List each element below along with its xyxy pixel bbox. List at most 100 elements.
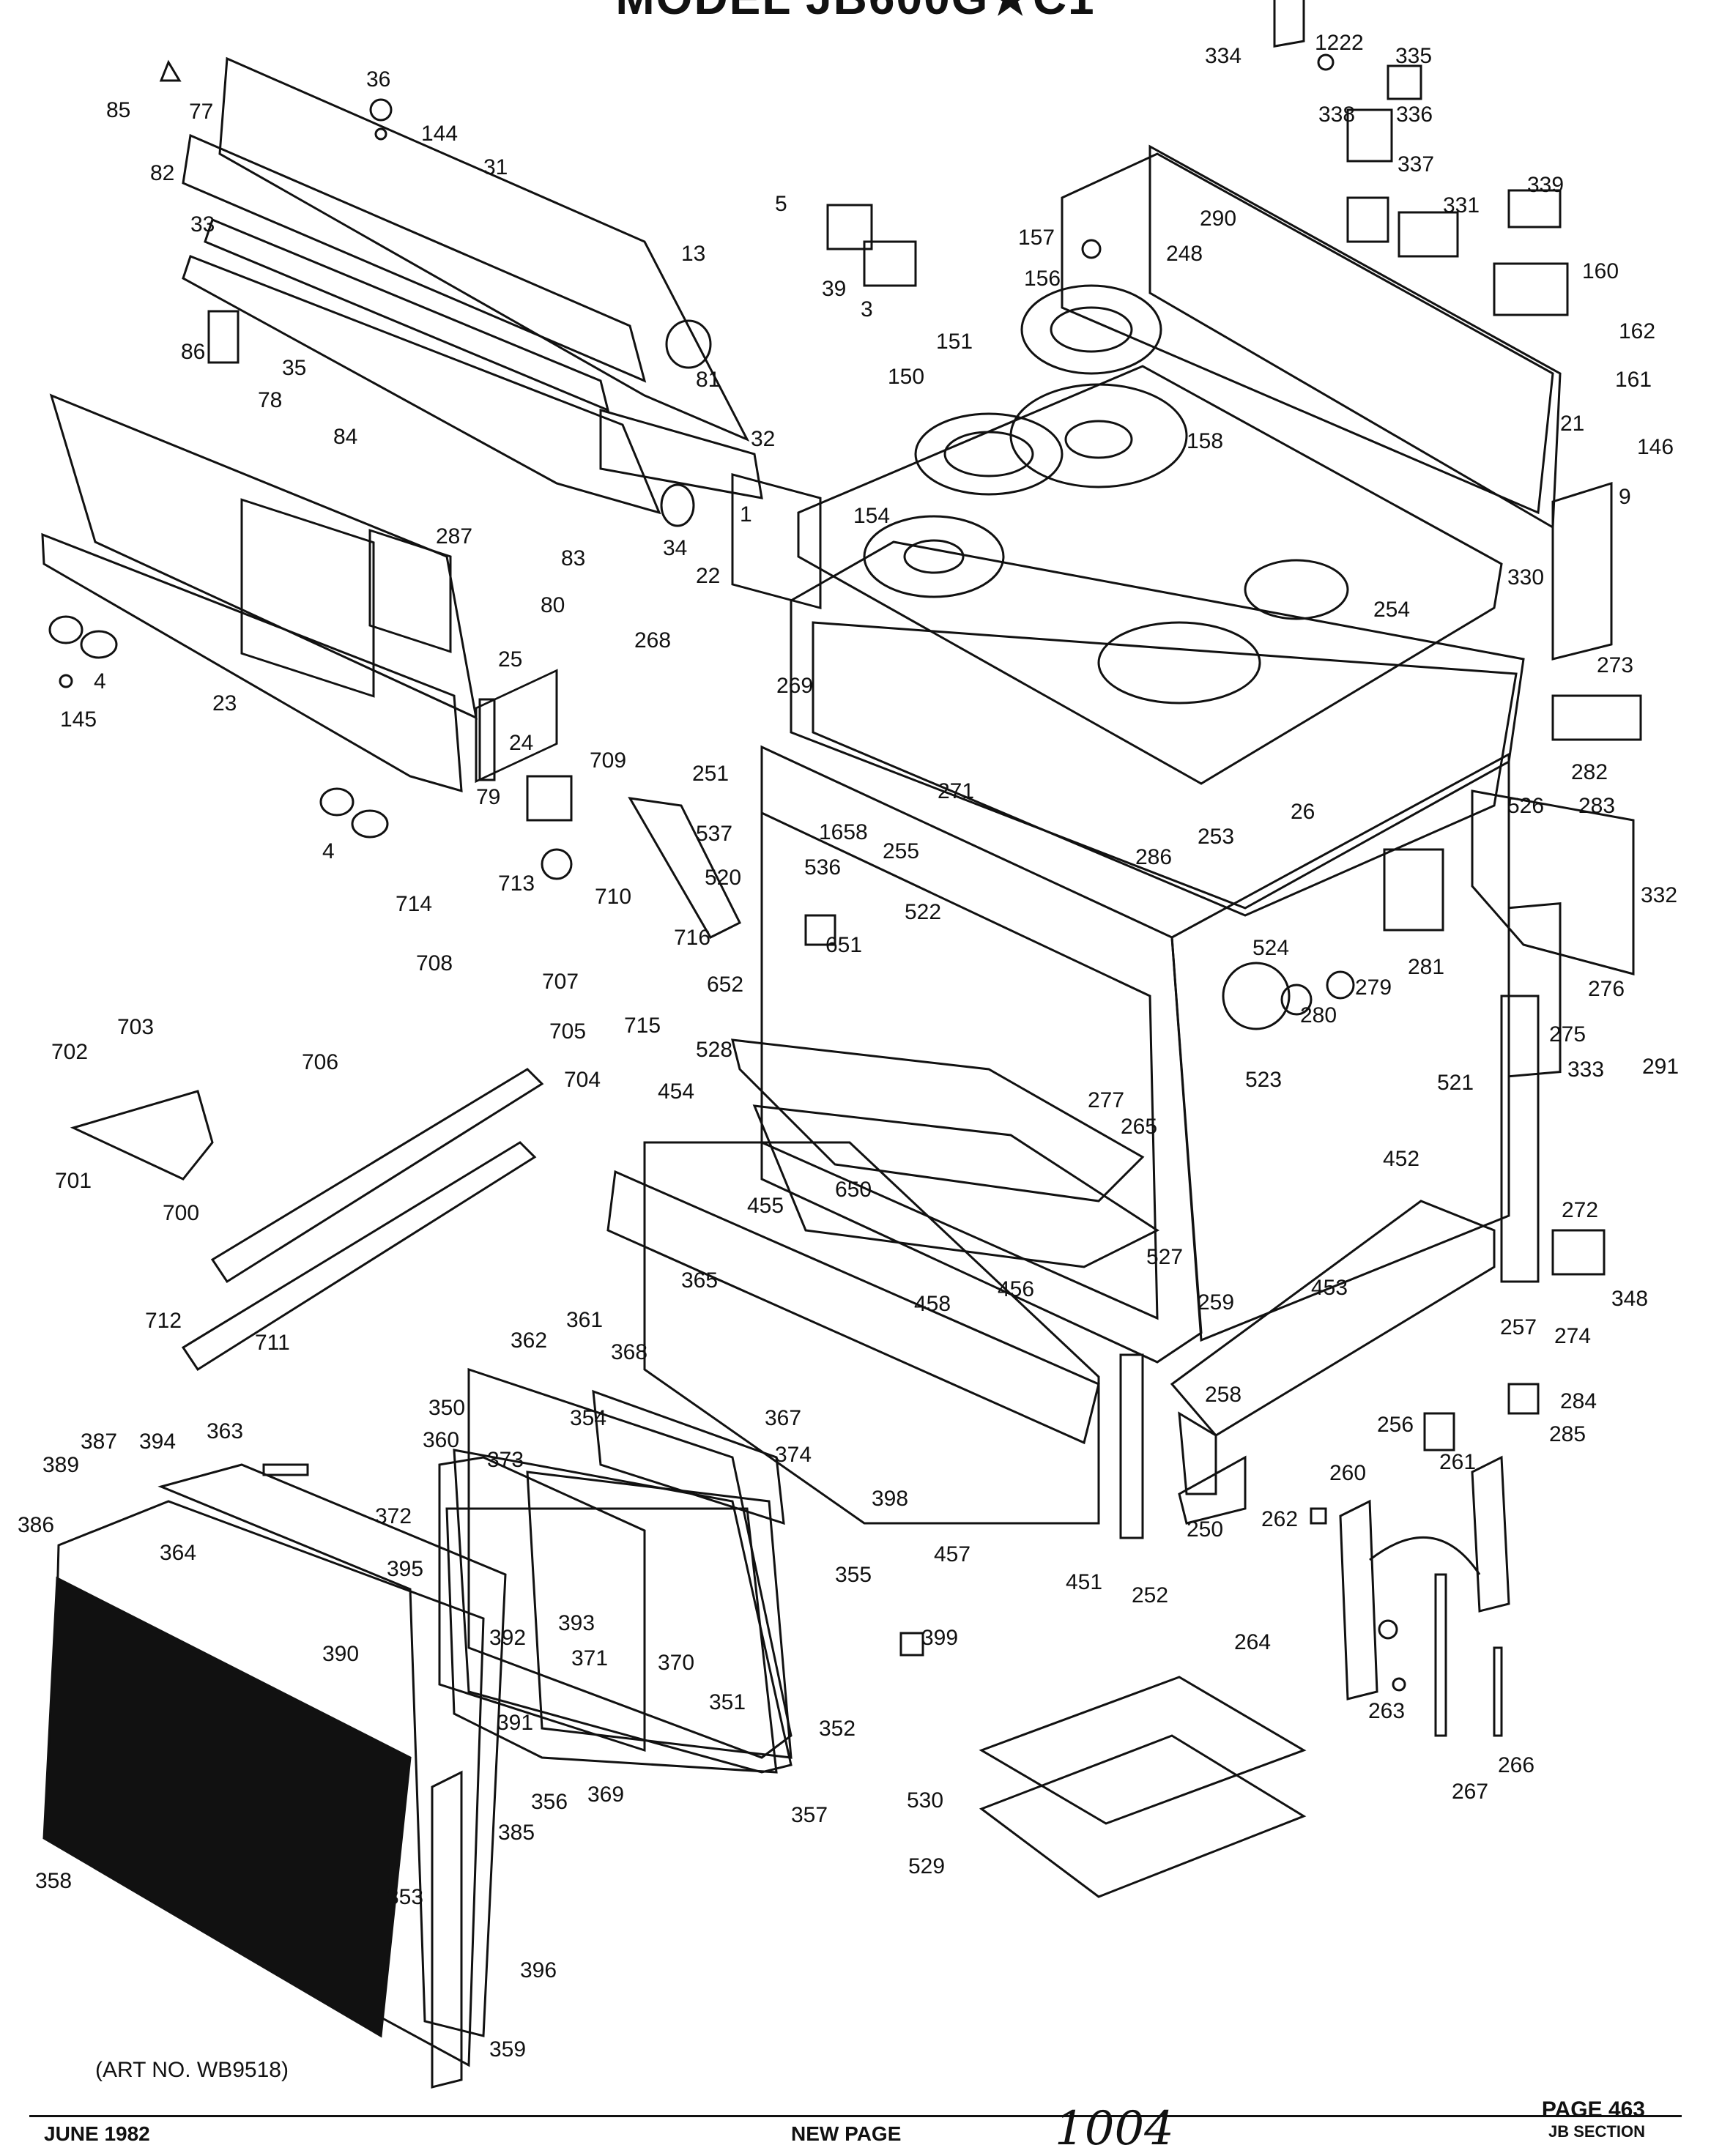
part-label-158: 158 [1187, 429, 1223, 453]
part-label-526: 526 [1507, 794, 1544, 818]
art-number: (ART NO. WB9518) [95, 2058, 289, 2082]
part-label-523: 523 [1245, 1068, 1282, 1092]
part-label-24: 24 [509, 731, 533, 755]
part-label-352: 352 [819, 1717, 856, 1741]
part-label-268: 268 [634, 628, 671, 653]
part-label-26: 26 [1291, 800, 1315, 824]
part-label-357: 357 [791, 1803, 828, 1827]
broiler-pan-and-rack [979, 1676, 1307, 1898]
part-label-537: 537 [696, 822, 732, 846]
part-label-458: 458 [914, 1292, 951, 1316]
part-label-13: 13 [681, 242, 705, 266]
part-label-255: 255 [883, 839, 919, 863]
part-label-285: 285 [1549, 1422, 1586, 1446]
hinge-and-spring-parts [1310, 1383, 1540, 1737]
part-label-3: 3 [861, 297, 873, 321]
part-label-351: 351 [709, 1690, 746, 1714]
part-label-145: 145 [60, 707, 97, 732]
part-label-277: 277 [1088, 1088, 1124, 1112]
part-label-710: 710 [595, 885, 631, 909]
part-label-703: 703 [117, 1015, 154, 1039]
oven-door-assembly [42, 1367, 924, 2089]
part-label-702: 702 [51, 1040, 88, 1064]
part-label-372: 372 [375, 1504, 412, 1528]
part-label-456: 456 [998, 1277, 1034, 1301]
part-label-269: 269 [776, 674, 813, 698]
part-label-386: 386 [18, 1513, 54, 1537]
footer-rule [29, 2115, 1682, 2117]
part-label-1: 1 [740, 502, 752, 527]
part-label-520: 520 [705, 866, 741, 890]
part-label-715: 715 [624, 1014, 661, 1038]
part-label-387: 387 [81, 1430, 117, 1454]
part-label-272: 272 [1562, 1198, 1598, 1222]
part-label-705: 705 [549, 1019, 586, 1044]
part-label-260: 260 [1329, 1461, 1366, 1485]
part-label-368: 368 [611, 1340, 647, 1364]
part-label-261: 261 [1439, 1450, 1476, 1474]
part-label-708: 708 [416, 951, 453, 975]
part-label-339: 339 [1527, 173, 1564, 197]
part-label-364: 364 [160, 1541, 196, 1565]
part-label-398: 398 [872, 1487, 908, 1511]
part-label-267: 267 [1452, 1780, 1488, 1804]
part-label-373: 373 [487, 1448, 524, 1472]
part-label-454: 454 [658, 1079, 694, 1104]
part-label-389: 389 [42, 1453, 79, 1477]
part-label-274: 274 [1554, 1324, 1591, 1348]
part-label-334: 334 [1205, 44, 1242, 68]
section-label: JB SECTION [1548, 2122, 1645, 2141]
part-label-36: 36 [366, 67, 390, 92]
part-label-266: 266 [1498, 1753, 1534, 1777]
part-label-81: 81 [696, 368, 720, 392]
handwritten-note: 1004 [1055, 2102, 1174, 2156]
part-label-161: 161 [1615, 368, 1652, 392]
part-label-287: 287 [436, 524, 472, 549]
part-label-275: 275 [1549, 1022, 1586, 1047]
part-label-258: 258 [1205, 1383, 1242, 1407]
part-label-282: 282 [1571, 760, 1608, 784]
part-label-273: 273 [1597, 653, 1633, 677]
part-label-365: 365 [681, 1268, 718, 1293]
part-label-356: 356 [531, 1790, 568, 1814]
part-label-522: 522 [905, 900, 941, 924]
part-label-248: 248 [1166, 242, 1203, 266]
part-label-361: 361 [566, 1308, 603, 1332]
part-label-151: 151 [936, 330, 973, 354]
part-label-281: 281 [1408, 955, 1444, 979]
part-label-713: 713 [498, 871, 535, 896]
part-label-251: 251 [692, 762, 729, 786]
part-label-707: 707 [542, 970, 579, 994]
part-label-452: 452 [1383, 1147, 1419, 1171]
part-label-39: 39 [822, 277, 846, 301]
part-label-331: 331 [1443, 193, 1480, 218]
part-label-290: 290 [1200, 207, 1236, 231]
part-label-263: 263 [1368, 1699, 1405, 1723]
part-label-709: 709 [590, 748, 626, 773]
part-label-33: 33 [190, 212, 215, 237]
part-label-262: 262 [1261, 1507, 1298, 1531]
page-number: PAGE 463 [1541, 2097, 1645, 2122]
part-label-704: 704 [564, 1068, 601, 1092]
part-label-536: 536 [804, 855, 841, 880]
part-label-157: 157 [1018, 226, 1055, 250]
part-label-9: 9 [1619, 485, 1631, 509]
part-label-23: 23 [212, 691, 237, 715]
part-label-146: 146 [1637, 435, 1674, 459]
part-label-150: 150 [888, 365, 924, 389]
part-label-254: 254 [1373, 598, 1410, 622]
part-label-265: 265 [1121, 1115, 1157, 1139]
cooktop-and-backguard [797, 0, 1613, 785]
part-label-4: 4 [322, 839, 335, 863]
part-label-330: 330 [1507, 565, 1544, 590]
part-label-79: 79 [476, 785, 500, 809]
part-label-335: 335 [1395, 44, 1432, 68]
part-label-700: 700 [163, 1201, 199, 1225]
part-label-31: 31 [483, 155, 508, 179]
part-label-360: 360 [423, 1428, 459, 1452]
part-label-332: 332 [1641, 883, 1677, 907]
part-label-82: 82 [150, 161, 174, 185]
part-label-259: 259 [1198, 1290, 1234, 1315]
part-label-716: 716 [674, 926, 710, 950]
